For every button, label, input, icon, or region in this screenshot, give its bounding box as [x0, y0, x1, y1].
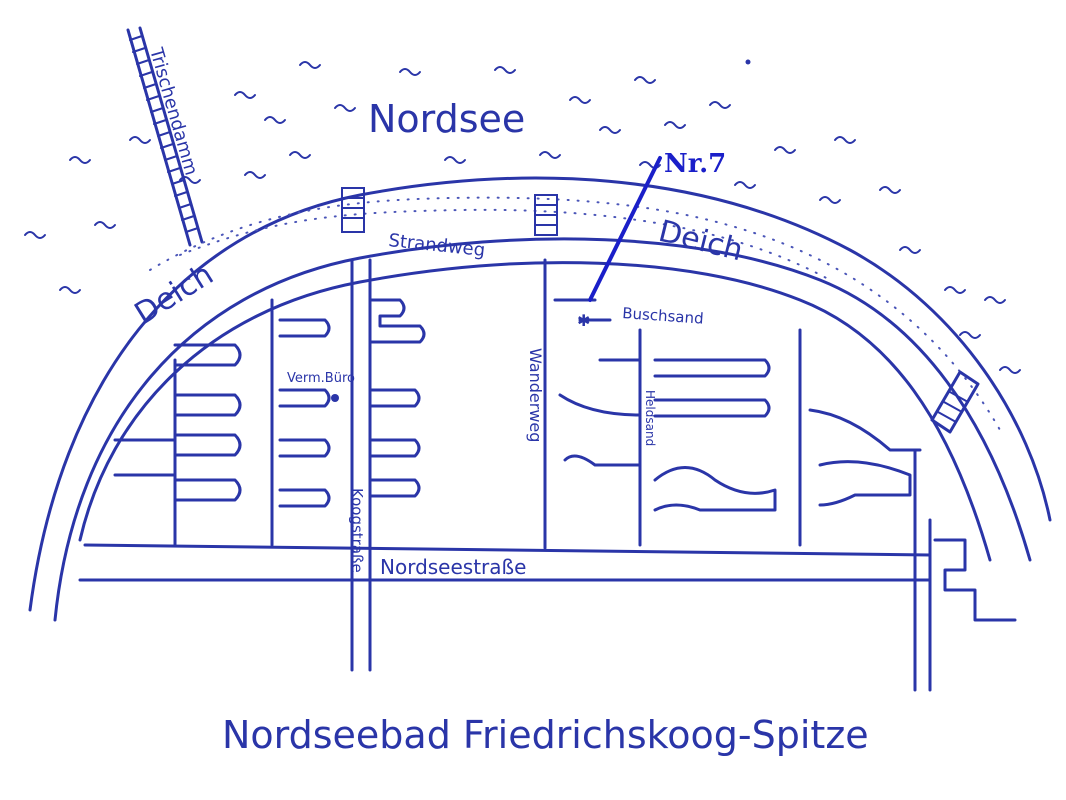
office-dot: [331, 394, 339, 402]
strandweg-road: [53, 237, 1032, 622]
koogstrasse-label: Koogstraße: [348, 488, 366, 573]
strandweg-label: Strandweg: [387, 230, 486, 261]
office-label: Verm.Büro: [287, 371, 355, 386]
trischendamm: [126, 26, 204, 247]
right-district-streets: [553, 298, 1017, 692]
location-asterisk: ✱: [577, 311, 590, 330]
buschsand-label: Buschsand: [622, 304, 704, 328]
dike: [28, 176, 1052, 612]
dike-label-right: Deich: [655, 214, 746, 269]
map-caption: Nordseebad Friedrichskoog-Spitze: [222, 713, 869, 757]
heldsand-label: Heldsand: [643, 390, 657, 446]
dike-crossings: [341, 187, 980, 434]
house-marker: ✱: [577, 156, 662, 330]
nordseestrasse-label: Nordseestraße: [380, 555, 526, 579]
dike-label-left: Deich: [129, 257, 220, 332]
left-district-streets: [113, 298, 426, 547]
sea-waves: [24, 59, 1021, 374]
koogstrasse-road: [350, 258, 372, 672]
wanderweg-label: Wanderweg: [526, 348, 545, 442]
sea-label: Nordsee: [368, 97, 525, 141]
marker-label: Nr.7: [664, 149, 726, 179]
nordseestrasse-road: [78, 543, 932, 582]
